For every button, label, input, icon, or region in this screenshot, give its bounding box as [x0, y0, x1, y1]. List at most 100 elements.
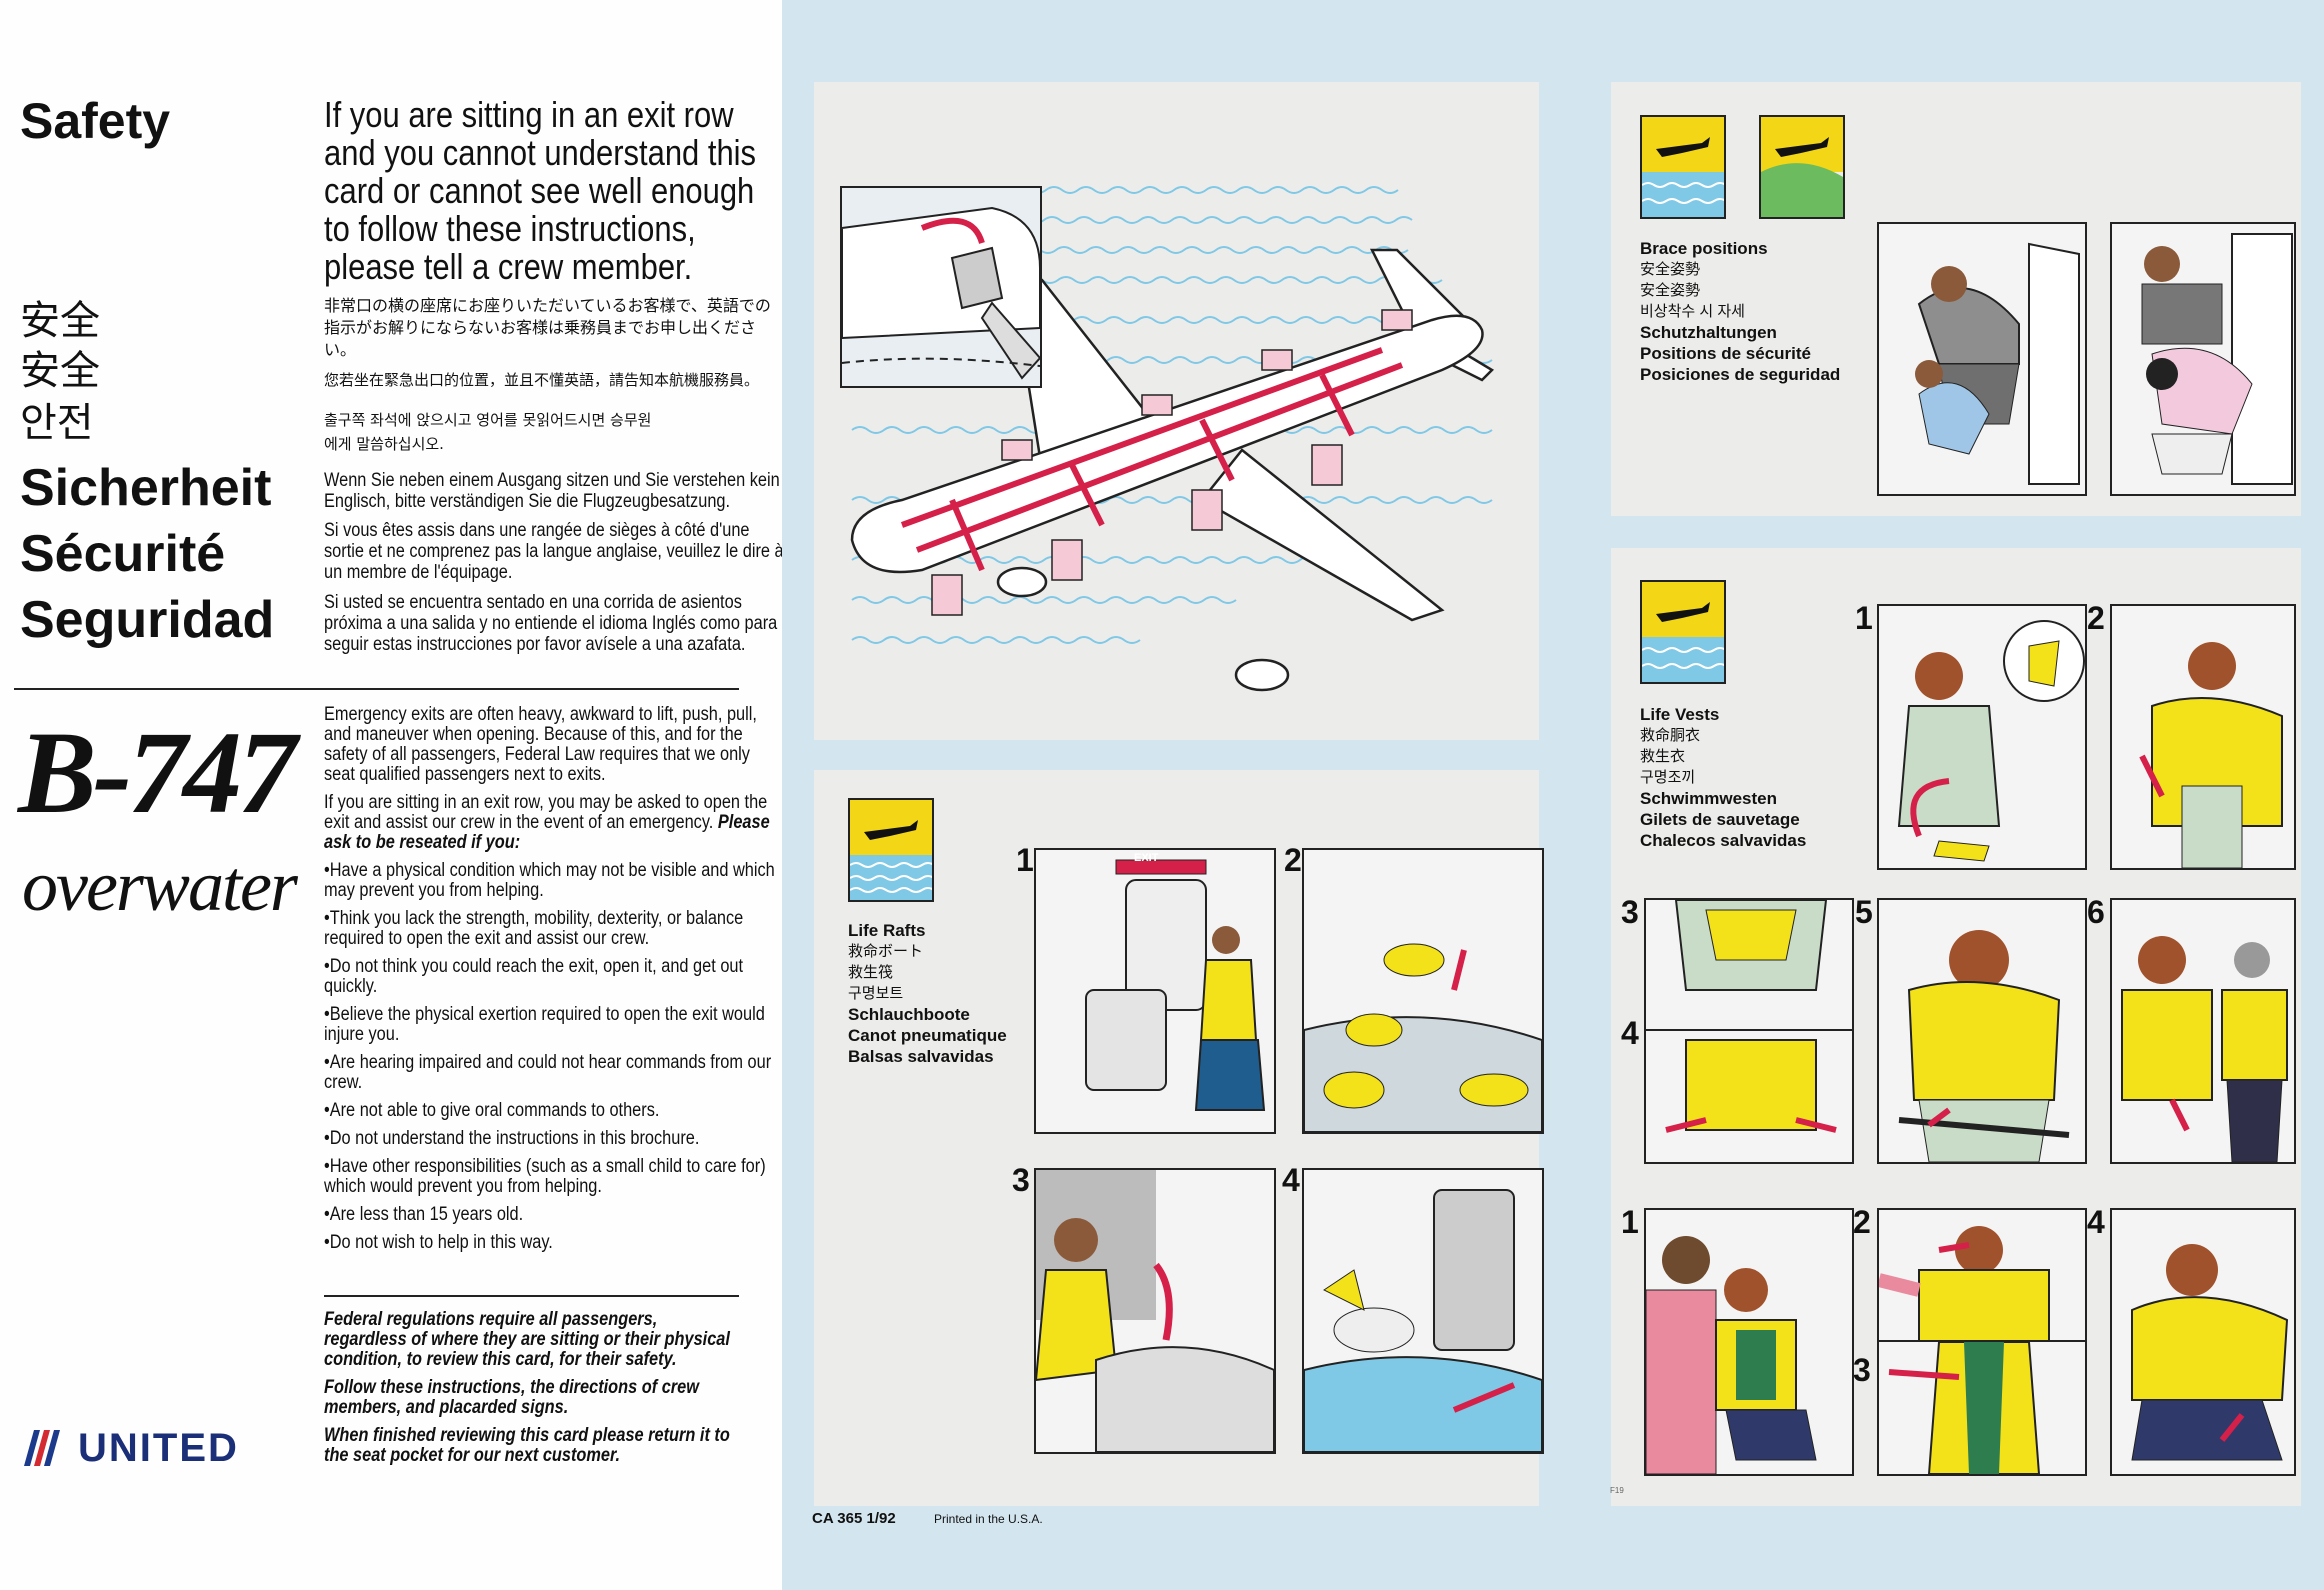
water-landing-icon	[848, 798, 934, 902]
condition-item: •Do not wish to help in this way.	[324, 1232, 553, 1253]
title-german: Sicherheit	[20, 459, 272, 517]
raft-step-4-illustration	[1302, 1168, 1544, 1454]
upper-deck-slide-illustration	[842, 188, 1040, 386]
condition-item: •Are hearing impaired and could not hear…	[324, 1052, 772, 1093]
water-landing-icon	[1640, 580, 1726, 684]
federal-divider	[324, 1295, 739, 1297]
brace-adult-illustration	[1877, 222, 2087, 496]
notice-spanish: Si usted se encuentra sentado en una cor…	[324, 592, 778, 655]
water-landing-icon	[1640, 115, 1726, 219]
label-de: Schutzhaltungen	[1640, 323, 1777, 342]
vest-step-1-illustration	[1877, 604, 2087, 870]
label-fr: Positions de sécurité	[1640, 344, 1811, 363]
vest-step-2-illustration	[2110, 604, 2296, 870]
reseat-intro-text: If you are sitting in an exit row, you m…	[324, 792, 768, 833]
reseat-intro: If you are sitting in an exit row, you m…	[324, 793, 783, 853]
exit-row-requirements: Emergency exits are often heavy, awkward…	[324, 705, 783, 1261]
vest-step-number: 5	[1855, 894, 1873, 930]
exits-intro: Emergency exits are often heavy, awkward…	[324, 704, 757, 785]
ditching-illustration	[842, 180, 1517, 720]
federal-return: When finished reviewing this card please…	[324, 1425, 730, 1466]
label-ko: 구명보트	[848, 985, 904, 1002]
label-zh: 救生衣	[1640, 748, 1686, 765]
vest-step-number: 1	[1855, 600, 1873, 636]
reseat-emphasis: Please ask to be reseated if you:	[324, 812, 770, 853]
ditching-aircraft-diagram	[850, 186, 1495, 692]
label-en: Life Vests	[1640, 705, 1720, 724]
raft-step-number: 3	[1012, 1162, 1030, 1198]
notice-korean: 출구쪽 좌석에 앉으시고 영어를 못읽어드시면 승무원에게 말씀하십시오.	[324, 411, 652, 453]
child-vest-step-1-illustration	[1644, 1208, 1854, 1476]
federal-review: Federal regulations require all passenge…	[324, 1309, 730, 1370]
label-zh: 安全姿勢	[1640, 282, 1701, 299]
label-de: Schwimmwesten	[1640, 789, 1777, 808]
condition-item: •Do not think you could reach the exit, …	[324, 956, 744, 997]
safety-card-front-panel: Safety 安全 安全 안전 Sicherheit Sécurité Segu…	[0, 0, 784, 1590]
brace-and-vests-panel: Brace positions 安全姿勢 安全姿勢 비상착수 시 자세 Schu…	[1567, 0, 2324, 1590]
child-vest-step-number: 3	[1853, 1352, 1871, 1388]
label-en: Life Rafts	[848, 921, 926, 940]
brace-labels: Brace positions 安全姿勢 安全姿勢 비상착수 시 자세 Schu…	[1640, 238, 1840, 385]
label-zh: 救生筏	[848, 964, 894, 981]
label-es: Posiciones de seguridad	[1640, 365, 1841, 384]
notice-chinese: 您若坐在緊急出口的位置，並且不懂英語，請告知本航機服務員。	[324, 371, 760, 389]
notice-french: Si vous êtes assis dans une rangée de si…	[324, 520, 784, 583]
federal-follow: Follow these instructions, the direction…	[324, 1377, 699, 1418]
evacuation-paths	[900, 347, 1404, 572]
child-vest-step-2-illustration	[1877, 1208, 2087, 1344]
label-ko: 비상착수 시 자세	[1640, 303, 1745, 320]
condition-item: •Do not understand the instructions in t…	[324, 1128, 700, 1149]
title-french: Sécurité	[20, 525, 226, 583]
condition-item: •Are less than 15 years old.	[324, 1204, 524, 1225]
child-vest-step-number: 4	[2087, 1204, 2105, 1240]
vest-step-6-illustration	[2110, 898, 2296, 1164]
notice-german: Wenn Sie neben einem Ausgang sitzen und …	[324, 470, 780, 512]
label-ko: 구명조끼	[1640, 769, 1696, 786]
card-code: CA 365 1/92	[812, 1510, 896, 1527]
label-ja: 安全姿勢	[1640, 261, 1701, 278]
federal-notes: Federal regulations require all passenge…	[324, 1310, 737, 1466]
label-fr: Gilets de sauvetage	[1640, 810, 1800, 829]
aircraft-variant: overwater	[22, 846, 298, 926]
land-landing-icon	[1759, 115, 1845, 219]
united-logo: UNITED	[20, 1426, 280, 1470]
raft-step-2-illustration	[1302, 848, 1544, 1134]
label-es: Chalecos salvavidas	[1640, 831, 1807, 850]
vest-step-number: 4	[1621, 1015, 1639, 1051]
title-safety: Safety	[20, 93, 171, 149]
notice-japanese: 非常口の横の座席にお座りいただいているお客様で、英語での指示がお解りにならないお…	[324, 296, 771, 359]
condition-item: •Think you lack the strength, mobility, …	[324, 908, 744, 949]
upper-deck-exit-inset	[840, 186, 1042, 388]
brace-passenger-illustration	[2110, 222, 2296, 496]
vest-step-number: 2	[2087, 600, 2105, 636]
raft-step-number: 1	[1016, 842, 1034, 878]
vest-step-5-illustration	[1877, 898, 2087, 1164]
child-vest-step-number: 2	[1853, 1204, 1871, 1240]
condition-item: •Have a physical condition which may not…	[324, 860, 775, 901]
label-fr: Canot pneumatique	[848, 1026, 1007, 1045]
life-rafts-panel: Life Rafts 救命ボート 救生筏 구명보트 Schlauchboote …	[782, 0, 1567, 1590]
raft-step-1-illustration	[1034, 848, 1276, 1134]
child-vest-step-3-illustration	[1877, 1340, 2087, 1476]
raft-step-number: 4	[1282, 1162, 1300, 1198]
evacuation-slides	[931, 309, 1413, 616]
condition-item: •Believe the physical exertion required …	[324, 1004, 765, 1045]
label-es: Balsas salvavidas	[848, 1047, 994, 1066]
title-japanese: 安全	[20, 298, 100, 344]
child-vest-step-number: 1	[1621, 1204, 1639, 1240]
raft-step-number: 2	[1284, 842, 1302, 878]
title-spanish: Seguridad	[20, 591, 275, 649]
vest-step-number: 3	[1621, 894, 1639, 930]
title-korean: 안전	[20, 400, 94, 446]
condition-item: •Have other responsibilities (such as a …	[324, 1156, 766, 1197]
label-de: Schlauchboote	[848, 1005, 970, 1024]
vest-step-3-4-illustration	[1644, 898, 1854, 1164]
footer-code: F19	[1610, 1486, 1624, 1495]
printed-in: Printed in the U.S.A.	[934, 1512, 1043, 1526]
title-chinese: 安全	[20, 348, 100, 394]
label-ja: 救命胴衣	[1640, 727, 1701, 744]
aircraft-model: B-747	[18, 707, 297, 838]
label-ja: 救命ボート	[848, 943, 924, 960]
condition-item: •Are not able to give oral commands to o…	[324, 1100, 660, 1121]
exit-sign: EXIT	[1134, 852, 1159, 864]
